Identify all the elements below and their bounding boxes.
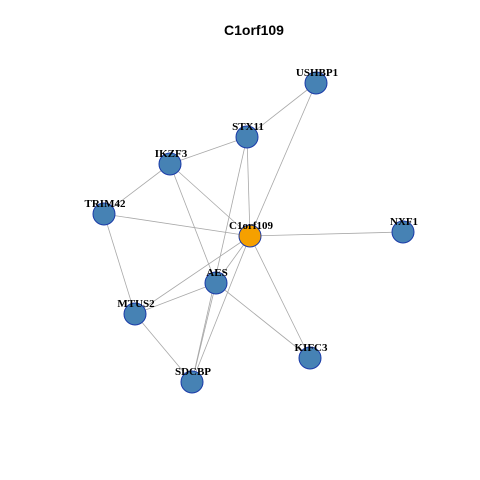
edge-stx11-sdcbp [191, 136, 248, 383]
node-circle-nxf1[interactable] [391, 220, 415, 244]
node-circle-sdcbp[interactable] [180, 370, 204, 394]
edge-aes-kifc3 [215, 282, 311, 359]
node-nxf1[interactable]: NXF1 [390, 216, 418, 244]
edge-c1orf109-stx11 [246, 136, 251, 237]
graph-title: C1orf109 [224, 22, 284, 38]
edge-c1orf109-ushbp1 [249, 82, 317, 237]
edge-aes-sdcbp [191, 282, 217, 383]
edge-c1orf109-sdcbp [191, 235, 251, 383]
node-circle-trim42[interactable] [92, 202, 116, 226]
node-circle-aes[interactable] [204, 271, 228, 295]
node-ikzf3[interactable]: IKZF3 [155, 148, 188, 176]
node-mtus2[interactable]: MTUS2 [117, 298, 155, 326]
node-circle-mtus2[interactable] [123, 302, 147, 326]
node-ushbp1[interactable]: USHBP1 [296, 67, 338, 95]
node-label-nxf1: NXF1 [390, 216, 418, 228]
edge-mtus2-sdcbp [134, 313, 193, 383]
node-trim42[interactable]: TRIM42 [85, 198, 126, 226]
node-circle-c1orf109[interactable] [238, 224, 262, 248]
node-label-stx11: STX11 [232, 121, 264, 133]
node-c1orf109[interactable]: C1orf109 [229, 220, 273, 248]
node-aes[interactable]: AES [204, 267, 228, 295]
node-circle-ikzf3[interactable] [158, 152, 182, 176]
edge-ushbp1-stx11 [246, 82, 317, 138]
node-sdcbp[interactable]: SDCBP [175, 366, 211, 394]
node-label-trim42: TRIM42 [85, 198, 126, 210]
node-label-ushbp1: USHBP1 [296, 67, 338, 79]
node-label-sdcbp: SDCBP [175, 366, 211, 378]
node-label-kifc3: KIFC3 [295, 342, 329, 354]
edge-c1orf109-nxf1 [249, 231, 404, 237]
node-circle-kifc3[interactable] [298, 346, 322, 370]
edge-ikzf3-aes [169, 163, 217, 284]
node-circle-ushbp1[interactable] [304, 71, 328, 95]
edge-c1orf109-mtus2 [134, 235, 251, 315]
edge-aes-mtus2 [134, 282, 217, 315]
node-stx11[interactable]: STX11 [232, 121, 264, 149]
node-label-c1orf109: C1orf109 [229, 220, 273, 232]
node-kifc3[interactable]: KIFC3 [295, 342, 329, 370]
edge-stx11-ikzf3 [169, 136, 248, 165]
node-label-mtus2: MTUS2 [117, 298, 155, 310]
edge-ikzf3-trim42 [103, 163, 171, 215]
edge-c1orf109-kifc3 [249, 235, 311, 359]
edge-c1orf109-ikzf3 [169, 163, 251, 237]
node-label-aes: AES [206, 267, 227, 279]
node-label-ikzf3: IKZF3 [155, 148, 188, 160]
node-circle-stx11[interactable] [235, 125, 259, 149]
edge-trim42-mtus2 [103, 213, 136, 315]
